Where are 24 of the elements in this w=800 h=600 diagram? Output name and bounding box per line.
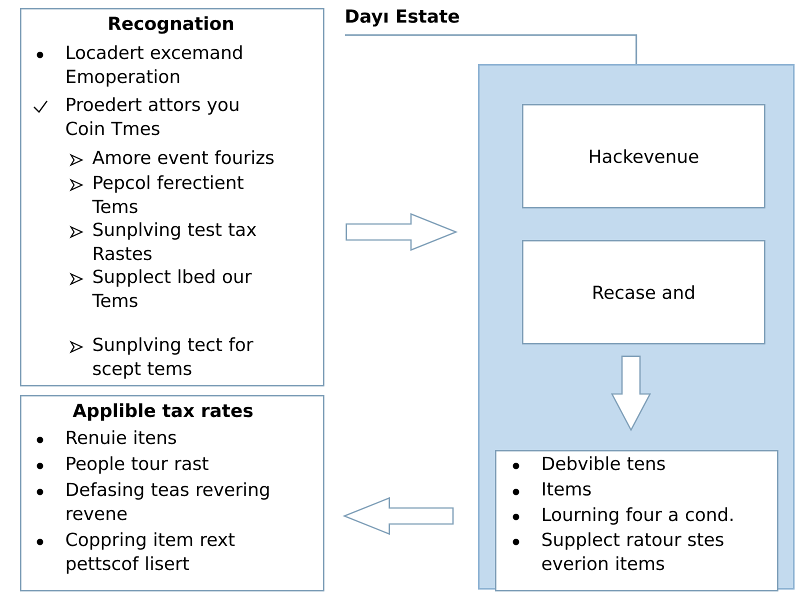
process-box: Hackevenue: [522, 104, 766, 208]
list-item: Amore event fourizs: [92, 150, 274, 164]
list-item: Coppring item rext pettscof lisert: [66, 532, 235, 574]
block-arrow: [346, 213, 458, 251]
box-heading: Recognation: [109, 16, 234, 34]
block-arrow: [610, 356, 652, 432]
list-item: Proedert attors you Coin Tmes: [66, 97, 238, 136]
list-item: Lourning four a cond.: [543, 507, 732, 525]
list-item: Defasing teas revering revene: [66, 482, 269, 520]
list-item: Items: [543, 482, 591, 496]
box-heading: Applible tax rates: [72, 403, 253, 421]
list-item: Locadert excemand Emoperation: [67, 45, 242, 87]
list-item: Sunplving test tax Rastes: [93, 222, 256, 260]
list-item: Sunplving tect for scept tems: [93, 337, 254, 379]
connector-line: [345, 34, 638, 64]
list-item: Debvible tens: [543, 456, 665, 470]
diagram-title: Dayı Estate: [346, 10, 459, 26]
list-item: Supplect lbed our Tems: [92, 269, 252, 308]
list-item: Supplect ratour stes everion items: [542, 532, 724, 570]
list-item: Pepcol ferectient Tems: [92, 175, 244, 214]
list-item: People tour rast: [67, 456, 208, 474]
block-arrow: [342, 497, 454, 535]
process-box: Recase and: [522, 240, 766, 344]
list-item: Renuie itens: [67, 430, 176, 444]
